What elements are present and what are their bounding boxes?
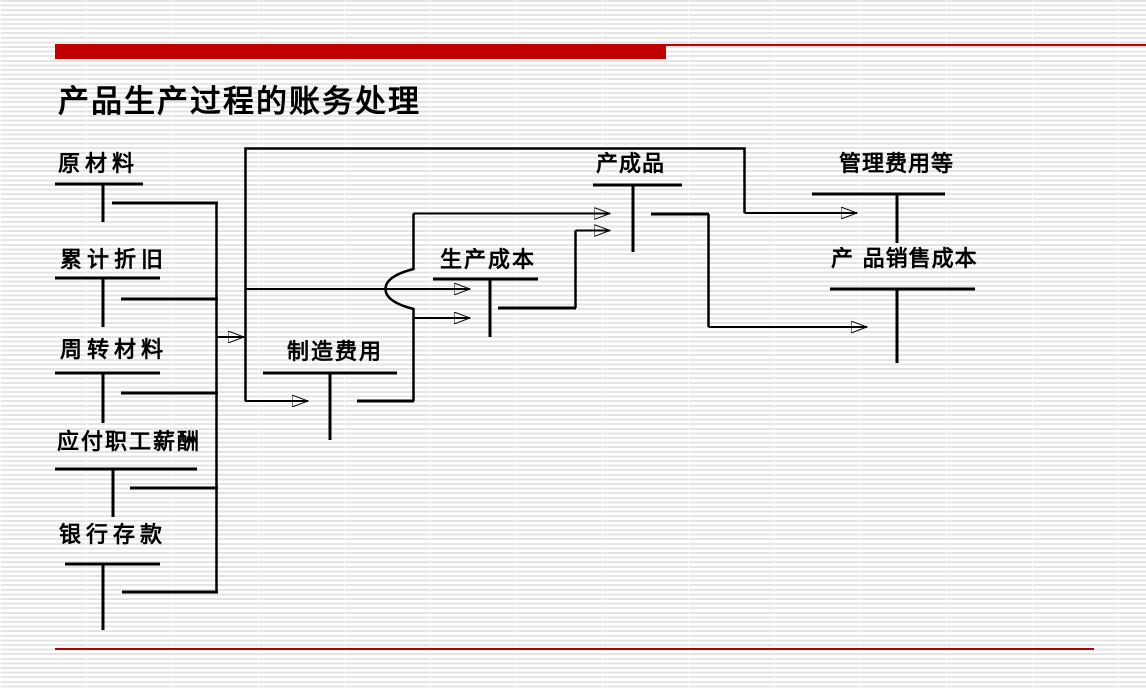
accent-bar [55, 44, 666, 59]
account-label-bank-deposits: 银行存款 [59, 522, 168, 548]
account-label-accumulated-depreciation: 累计折旧 [60, 247, 169, 273]
account-label-finished-goods: 产成品 [596, 151, 666, 177]
t-account-manufacturing-overhead [263, 371, 414, 440]
t-account-cost-of-goods-sold [830, 287, 975, 363]
account-label-cost-of-goods-sold: 产 品销售成本 [831, 246, 978, 272]
t-account-production-cost [433, 277, 576, 337]
account-label-manufacturing-overhead: 制造费用 [287, 339, 384, 365]
t-account-employee-compensation [55, 467, 218, 517]
t-account-revolving-materials [55, 371, 218, 423]
account-label-revolving-materials: 周转材料 [60, 337, 169, 363]
bottom-divider-line [55, 648, 1094, 650]
distributor-line-with-top-branch [244, 147, 746, 401]
accent-thin-line [666, 44, 1146, 46]
t-account-admin-expenses [812, 192, 945, 243]
t-account-raw-materials [55, 182, 218, 222]
account-label-admin-expenses: 管理费用等 [839, 151, 955, 177]
t-account-finished-goods [593, 183, 709, 252]
account-label-employee-compensation: 应付职工薪酬 [57, 429, 202, 455]
account-label-production-cost: 生产成本 [440, 247, 537, 273]
page-title: 产品生产过程的账务处理 [58, 84, 421, 119]
account-label-raw-materials: 原材料 [58, 151, 140, 177]
t-account-bank-deposits [65, 562, 218, 630]
t-account-accumulated-depreciation [55, 276, 218, 327]
